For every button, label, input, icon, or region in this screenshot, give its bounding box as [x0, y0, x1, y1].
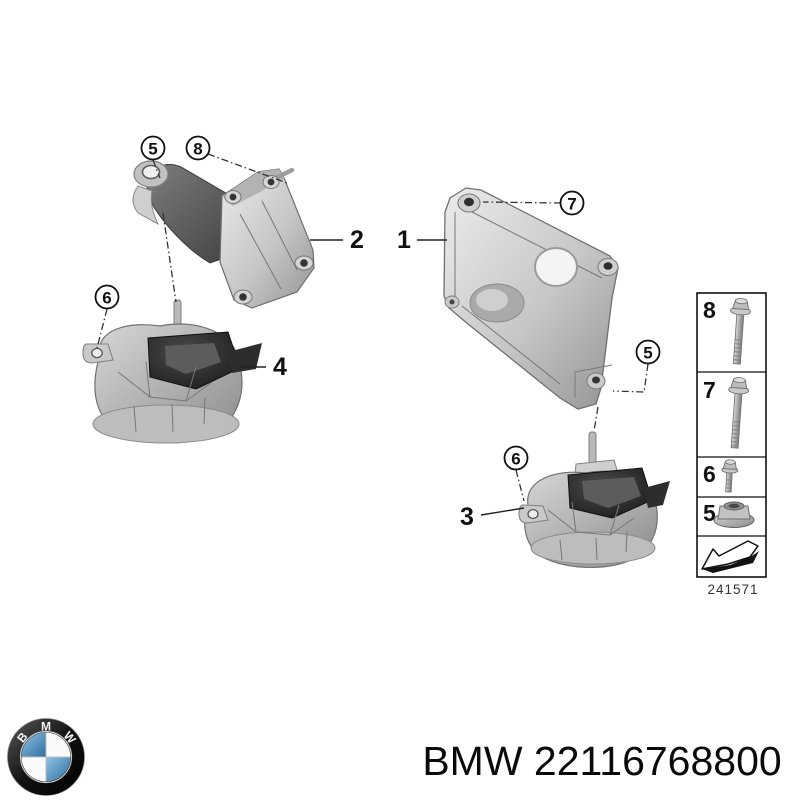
callout-8-number: 8 [193, 140, 202, 159]
callout-5-left: 5 [140, 135, 166, 161]
legend-row-6-number: 6 [703, 461, 716, 487]
support-bracket-part-2 [132, 160, 315, 309]
flange-bolt-short-icon [721, 459, 739, 493]
callout-7-number: 7 [567, 195, 576, 214]
roundel-letter-m: M [41, 720, 51, 734]
bmw-logo: B M W [7, 718, 85, 796]
flange-bolt-medium-icon [730, 298, 751, 365]
direction-arrow-icon [701, 540, 759, 573]
part-label-1: 1 [397, 226, 411, 254]
part-labels: 2 1 4 3 [273, 226, 474, 531]
part-number-text: BMW 22116768800 [422, 738, 781, 784]
drawing-number: 241571 [707, 582, 758, 597]
leader-lines [96, 153, 649, 516]
callout-6-right: 6 [503, 445, 529, 471]
part-label-3: 3 [460, 503, 474, 531]
callout-6-right-number: 6 [511, 450, 520, 469]
part-label-2: 2 [350, 226, 364, 254]
legend-row-7-number: 7 [703, 377, 716, 403]
flange-bolt-long-icon [728, 377, 750, 449]
engine-mount-part-3 [518, 431, 670, 569]
support-bracket-part-1 [443, 187, 619, 410]
callout-6-left-number: 6 [102, 289, 111, 308]
engine-mount-part-4 [82, 299, 262, 444]
callout-5-left-number: 5 [148, 140, 157, 159]
flange-nut-icon [713, 501, 755, 528]
callout-8: 8 [185, 135, 211, 161]
callout-6-left: 6 [94, 284, 120, 310]
legend-row-8-number: 8 [703, 297, 716, 323]
legend-row-5-number: 5 [703, 500, 716, 526]
callouts: 5 8 6 7 5 6 [94, 135, 661, 471]
callout-7: 7 [559, 190, 585, 216]
fastener-legend: 8 7 6 5 [696, 292, 767, 578]
part-label-4: 4 [273, 353, 287, 381]
callout-5-right-number: 5 [643, 344, 652, 363]
callout-5-right: 5 [635, 339, 661, 365]
